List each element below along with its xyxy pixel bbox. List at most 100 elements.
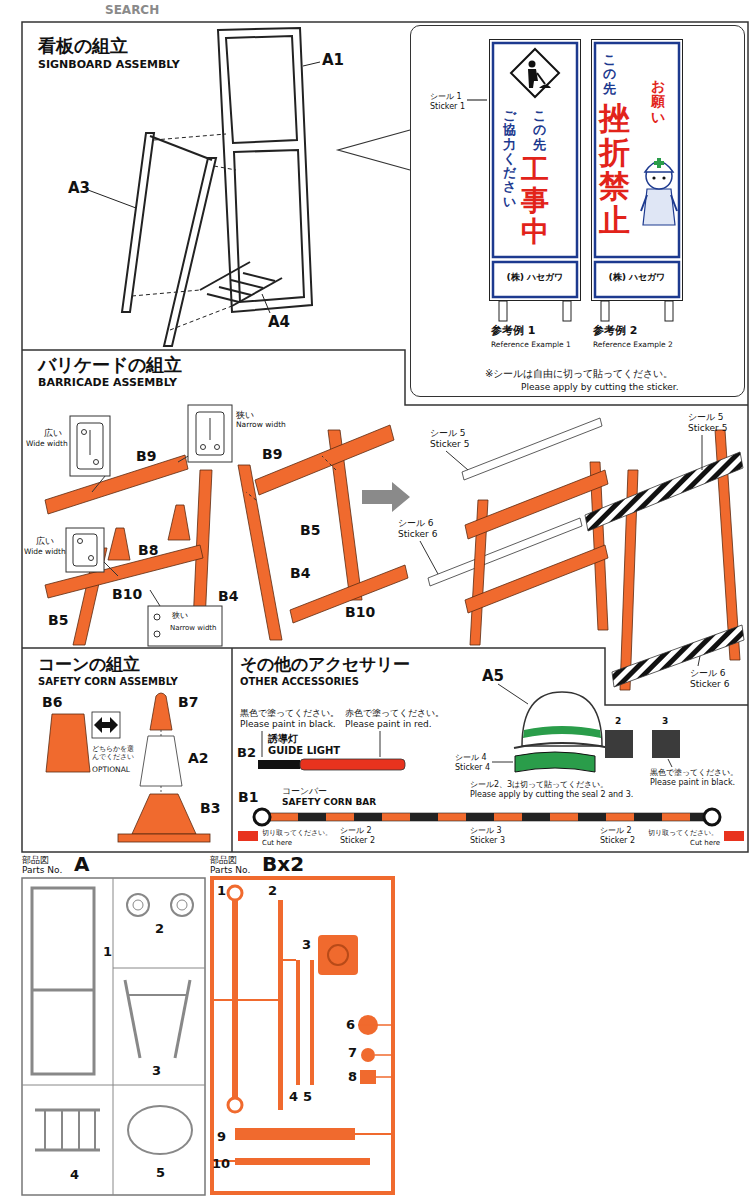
parts-b-drawing: [212, 960, 393, 1161]
sign-drawing: [641, 195, 647, 211]
part-number: 6: [346, 1018, 355, 1033]
cone-drawing: [140, 736, 182, 786]
parts-b-drawing: [296, 960, 300, 1085]
barricade-drawing: [66, 528, 104, 572]
width-note: 広い: [44, 428, 62, 438]
page-frame: [22, 22, 748, 852]
barricade-drawing: [322, 456, 336, 470]
sign-headline: 工事中: [521, 155, 549, 247]
accessory-drawing: [523, 726, 601, 738]
barricade-drawing: [420, 541, 438, 574]
barricade-drawing: [82, 430, 87, 435]
barricade-drawing: [77, 423, 103, 469]
signboard-drawing: [234, 150, 304, 302]
section-subtitle: OTHER ACCESSORIES: [240, 676, 359, 688]
parts-b-drawing: [376, 1076, 393, 1078]
signboard-drawing: [218, 28, 312, 312]
sticker-label: シール 6: [398, 518, 434, 528]
parts-a-drawing: [113, 968, 205, 969]
parts-a-drawing: [44, 1110, 46, 1150]
sign-drawing: [493, 43, 577, 257]
part-number: 7: [348, 1046, 357, 1061]
width-note: 狭い: [172, 611, 188, 620]
parts-a-drawing: [78, 1110, 80, 1150]
signboard-drawing: [88, 28, 320, 346]
barricade-drawing: [148, 606, 222, 646]
example-label: 参考例 1: [491, 325, 535, 338]
sticker-label: Sticker 4: [455, 763, 490, 772]
part-label: B10: [345, 604, 375, 620]
parts-a-drawing: [94, 1110, 96, 1150]
part-number: 1: [103, 945, 112, 960]
barricade-drawing: [255, 425, 394, 495]
note-text: 切り取ってください。: [648, 829, 718, 837]
note-text: ※シールは自由に切って貼ってください。: [485, 368, 673, 380]
accessory-drawing: [300, 759, 405, 770]
part-label: B1: [238, 789, 258, 805]
section-title: その他のアクセサリー: [240, 655, 410, 675]
parts-letter: Bx2: [262, 853, 304, 876]
part-number: 5: [303, 1090, 312, 1105]
barricade-drawing: [168, 505, 190, 540]
parts-a-drawing: [22, 878, 205, 1195]
cone-drawing: [118, 834, 210, 842]
part-label: B4: [218, 588, 238, 604]
cone-drawing: [150, 693, 172, 730]
section-title: バリケードの組立: [38, 355, 182, 376]
sticker-label: シール 4: [455, 753, 487, 762]
note-text: Cut here: [262, 839, 292, 847]
accessory-drawing: [238, 684, 744, 841]
accessory-drawing: [522, 692, 602, 746]
sign-drawing: [528, 69, 538, 88]
sign-drawing: [592, 40, 683, 301]
sign-text: この先: [603, 53, 616, 96]
sticker-label: Sticker 2: [600, 836, 635, 845]
parts-a-drawing: [22, 878, 205, 1195]
sign-drawing: [490, 40, 581, 301]
part-number: 4: [70, 1168, 79, 1183]
signboard-drawing: [122, 133, 154, 312]
section-panel: バリケードの組立BARRICADE ASSEMBLY: [22, 350, 748, 648]
signboard-drawing: [154, 134, 226, 140]
accessory-drawing: [514, 743, 610, 748]
sign-drawing: [490, 40, 581, 322]
part-number: 4: [289, 1090, 298, 1105]
section-title: 看板の組立: [38, 36, 128, 57]
parts-b-drawing: [238, 999, 278, 1001]
accessory-drawing: [605, 730, 633, 758]
parts-b-drawing: [318, 935, 358, 975]
sticker-label: Sticker 5: [430, 439, 469, 449]
sign-drawing: [643, 189, 675, 225]
accessory-drawing: [238, 831, 258, 841]
parts-b-drawing: [328, 945, 348, 965]
barricade-drawing: [45, 455, 188, 514]
parts-b-drawing: [361, 1048, 375, 1062]
sign-drawing: [671, 195, 677, 211]
parts-a-drawing: [32, 888, 94, 1074]
barricade-drawing: [45, 405, 744, 690]
note-text: 黒色で塗ってください。: [240, 708, 339, 718]
parts-b-drawing: [228, 886, 242, 900]
sticker-label: Sticker 6: [398, 529, 437, 539]
parts-a-drawing: [125, 980, 140, 1058]
signboard-drawing: [207, 294, 239, 302]
parts-a-drawing: [128, 994, 187, 996]
example-label: 参考例 2: [593, 325, 637, 338]
callout-pointer: [338, 130, 410, 170]
parts-b-drawing: [235, 1128, 355, 1140]
barricade-drawing: [90, 430, 91, 455]
page-frame: [231, 648, 233, 852]
accessory-drawing: [254, 809, 270, 825]
part-label: B10: [112, 586, 142, 602]
signboard-drawing: [132, 290, 200, 296]
parts-panel: 部品図 Parts No.Bx2: [210, 855, 395, 1195]
part-label: A1: [322, 52, 344, 69]
cone-drawing: [94, 717, 106, 733]
signboard-drawing: [231, 280, 263, 288]
callout-pointer: [338, 100, 487, 170]
accessory-drawing: [498, 684, 528, 704]
parts-b-drawing: [358, 1024, 393, 1026]
sticker-label: Sticker 6: [690, 679, 729, 689]
barricade-drawing: [702, 435, 703, 470]
